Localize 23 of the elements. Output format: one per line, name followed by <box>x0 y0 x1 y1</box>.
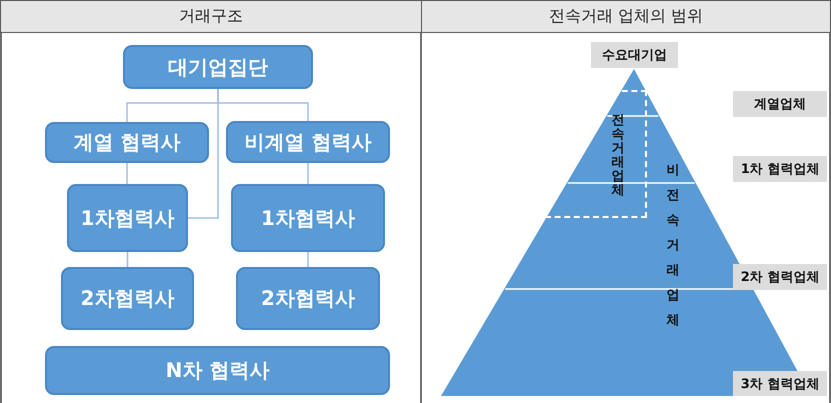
vertical-text: 전속거래업체 <box>611 114 625 198</box>
org-box: 2차협력사 <box>61 267 194 330</box>
org-box: 계열 협력사 <box>45 122 209 163</box>
tier-label: 수요대기업 <box>591 42 678 68</box>
org-box: 2차협력사 <box>236 267 380 330</box>
connector-line <box>307 163 309 184</box>
org-box: N차 협력사 <box>45 346 390 395</box>
connector-line <box>307 252 309 267</box>
connector-line <box>126 163 128 184</box>
tier-label: 1차 협력업체 <box>733 156 827 182</box>
org-box: 1차협력사 <box>231 184 385 252</box>
org-box: 대기업집단 <box>123 45 313 89</box>
tier-label: 계열업체 <box>733 91 827 117</box>
connector-line <box>126 252 128 267</box>
table-header: 전속거래 업체의 범위 <box>421 0 831 33</box>
connector-line <box>188 89 219 219</box>
tier-label: 3차 협력업체 <box>733 371 827 396</box>
vertical-text: 비전속거래업체 <box>666 162 680 330</box>
org-box: 비계열 협력사 <box>226 121 390 163</box>
org-box: 1차협력사 <box>67 184 188 252</box>
tier-label: 2차 협력업체 <box>733 264 827 290</box>
dashed-region <box>545 90 647 218</box>
table-header: 거래구조 <box>0 0 422 33</box>
